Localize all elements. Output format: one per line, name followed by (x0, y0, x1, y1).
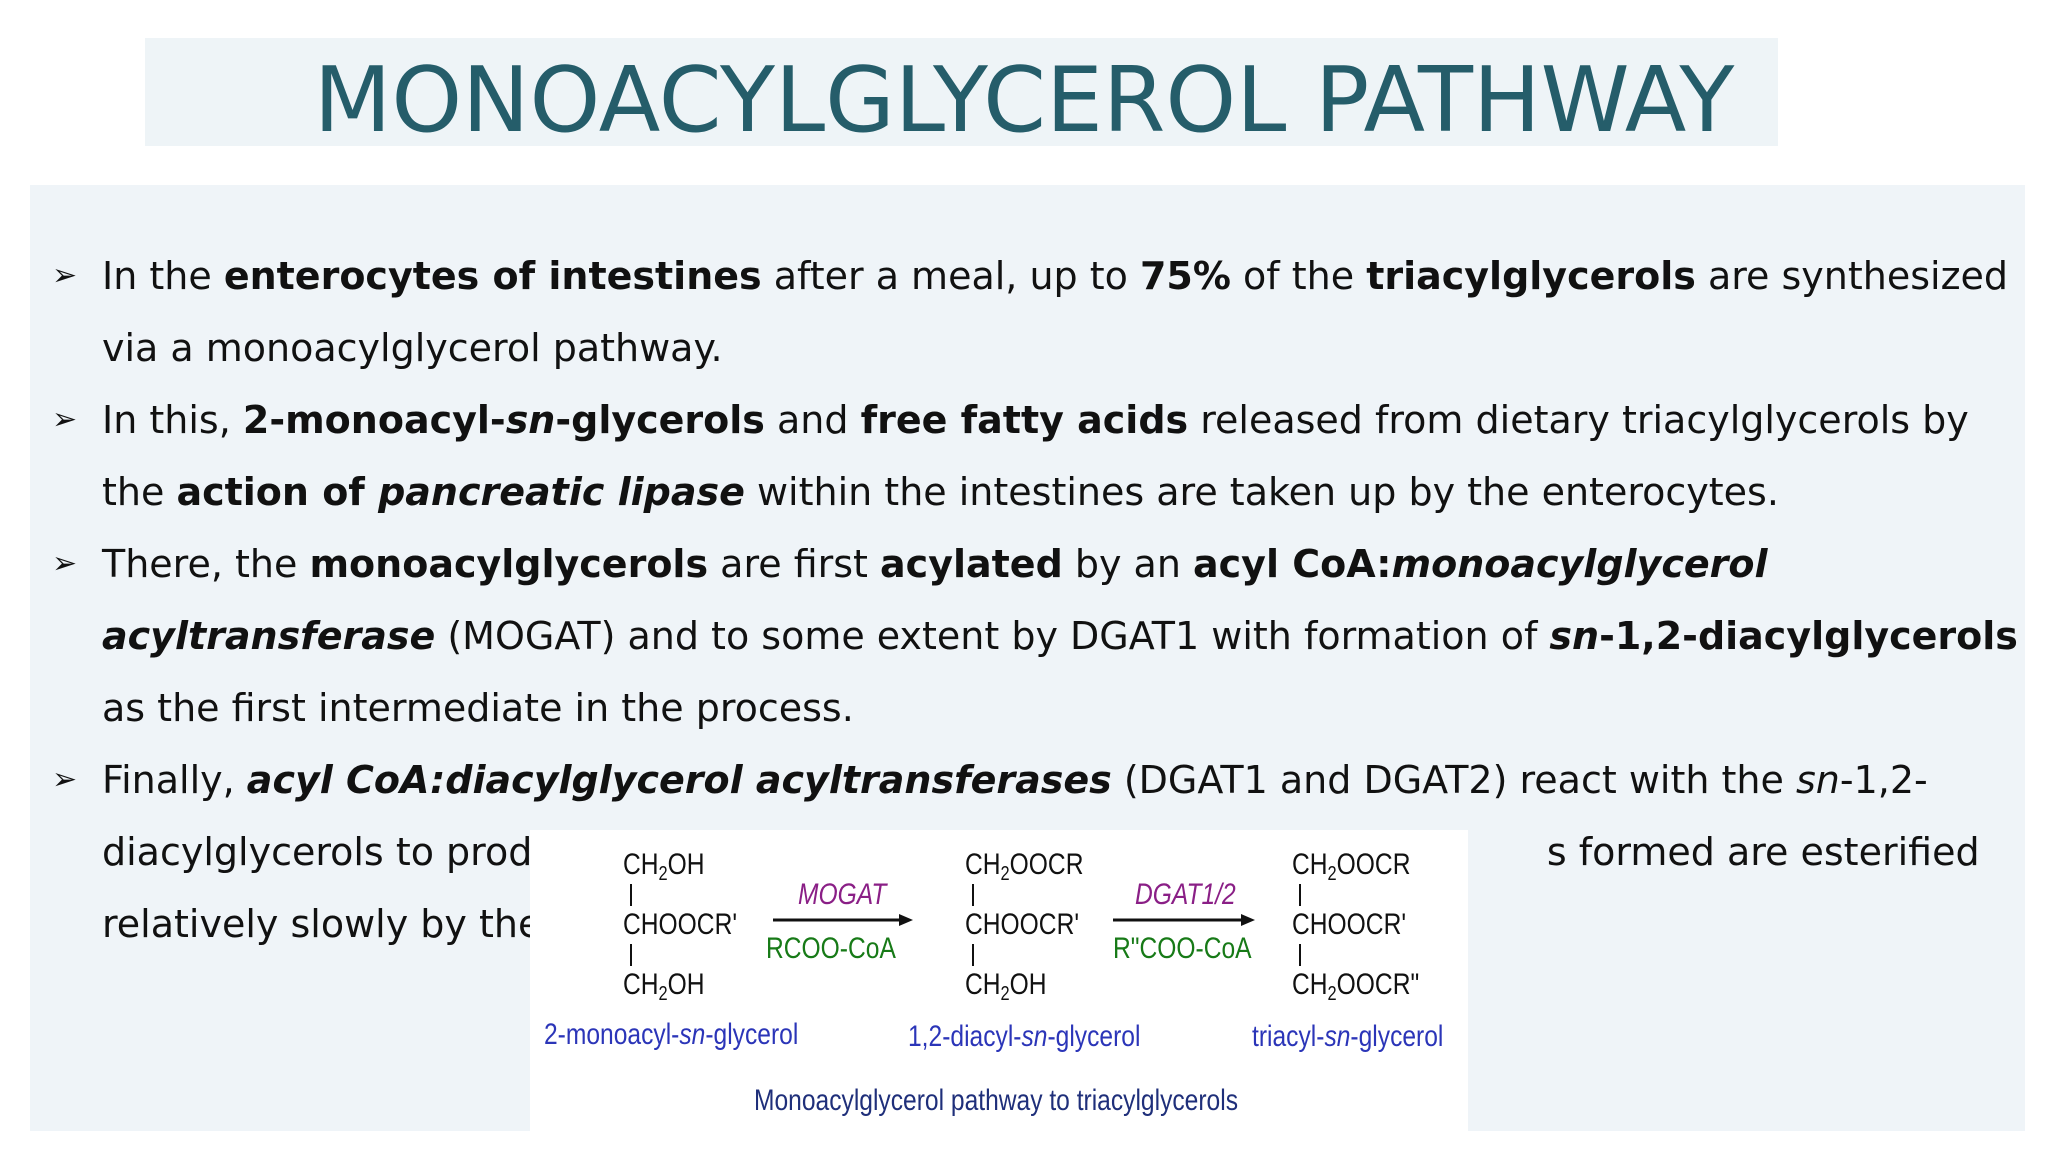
reaction-arrow-1 (773, 914, 913, 926)
bullet-text: In the enterocytes of intestines after a… (102, 254, 2008, 370)
mol2-top: CH2OOCR (965, 848, 1084, 886)
text-run: after a meal, up to (761, 254, 1140, 298)
text-run: Finally, (102, 758, 247, 802)
bullet-item: ➢ In this, 2-monoacyl-sn-glycerols and fr… (50, 384, 2020, 528)
text-run: acyl CoA: (1193, 542, 1392, 586)
text-run: sn (1795, 758, 1840, 802)
bond (1299, 944, 1301, 966)
text-run: by an (1062, 542, 1193, 586)
page-title: MONOACYLGLYCEROL PATHWAY (313, 48, 1735, 153)
text-run: acylated (880, 542, 1063, 586)
mol1-mid: CHOOCR' (623, 908, 738, 941)
text-run: acyl CoA:diacylglycerol acyltransferases (246, 758, 1112, 802)
text-run: pancreatic lipase (378, 470, 745, 514)
text-run: -1,2-diacylglycerols to produ (102, 758, 1928, 874)
bullet-text: In this, 2-monoacyl-sn-glycerols and fre… (102, 398, 1969, 514)
title-banner (145, 38, 1778, 146)
text-run: of the (1230, 254, 1367, 298)
text-run: monoacylglycerol acyltransferase (102, 542, 1768, 658)
text-run: are first (708, 542, 881, 586)
text-run: enterocytes of intestines (223, 254, 762, 298)
bullet-list: ➢ In the enterocytes of intestines after … (50, 240, 2020, 960)
text-run: monoacylglycerols (309, 542, 709, 586)
text-run: as the first intermediate in the process… (102, 686, 854, 730)
label-monoacylglycerol: 2-monoacyl-sn-glycerol (544, 1018, 799, 1051)
bond (630, 884, 632, 906)
text-run: sn (1549, 614, 1600, 658)
text-run: released from dietary triacylglycerols b… (102, 398, 1969, 514)
text-run: (DGAT1 and DGAT2) react with the (1111, 758, 1796, 802)
text-run: free fatty acids (860, 398, 1189, 442)
pathway-figure: CH2OH CHOOCR' CH2OH MOGAT RCOO-CoA CH2OO… (530, 830, 1468, 1132)
mol3-bot: CH2OOCR" (1292, 968, 1420, 1006)
text-run: within the intestines are taken up by th… (744, 470, 1779, 514)
bond (1299, 884, 1301, 906)
bond (630, 944, 632, 966)
text-run: There, the (102, 542, 310, 586)
bullet-item: ➢ There, the monoacylglycerols are first … (50, 528, 2020, 744)
mol2-mid: CHOOCR' (965, 908, 1080, 941)
bond (972, 884, 974, 906)
reagent-rcoo-coa: RCOO-CoA (766, 932, 896, 965)
bullet-arrow-icon: ➢ (52, 762, 78, 797)
bullet-arrow-icon: ➢ (52, 546, 78, 581)
bullet-item: ➢ In the enterocytes of intestines after … (50, 240, 2020, 384)
reagent-rcoo-coa-2: R"COO-CoA (1113, 932, 1252, 965)
text-run: (MOGAT) and to some extent by DGAT1 with… (435, 614, 1550, 658)
mol3-mid: CHOOCR' (1292, 908, 1407, 941)
bond (972, 944, 974, 966)
text-run: 75% (1139, 254, 1231, 298)
text-run: sn (505, 398, 556, 442)
figure-caption: Monoacylglycerol pathway to triacylglyce… (754, 1084, 1239, 1117)
bullet-arrow-icon: ➢ (52, 402, 78, 437)
text-run: triacylglycerols (1366, 254, 1696, 298)
reaction-arrow-2 (1113, 914, 1255, 926)
text-run: are synthesized via a monoacylglycerol p… (102, 254, 2009, 370)
text-run: -1,2-diacylglycerols (1599, 614, 2018, 658)
mol1-top: CH2OH (623, 848, 705, 886)
label-triacylglycerol: triacyl-sn-glycerol (1252, 1020, 1444, 1053)
text-run: In this, (102, 398, 243, 442)
bullet-arrow-icon: ➢ (52, 258, 78, 293)
mol3-top: CH2OOCR (1292, 848, 1411, 886)
text-run: and (764, 398, 861, 442)
bullet-text: Finally, acyl CoA:diacylglycerol acyltra… (102, 758, 1980, 946)
bullet-item: ➢ Finally, acyl CoA:diacylglycerol acyltr… (50, 744, 2020, 960)
text-run: s formed are esterified relatively slowl… (102, 830, 1980, 946)
text-run: action of (176, 470, 379, 514)
label-diacylglycerol: 1,2-diacyl-sn-glycerol (908, 1020, 1141, 1053)
bullet-text: There, the monoacylglycerols are first a… (102, 542, 2018, 730)
mol2-bot: CH2OH (965, 968, 1047, 1006)
text-run: 2-monoacyl- (242, 398, 506, 442)
mol1-bot: CH2OH (623, 968, 705, 1006)
text-run: In the (102, 254, 224, 298)
enzyme-mogat: MOGAT (798, 878, 887, 911)
enzyme-dgat: DGAT1/2 (1135, 878, 1236, 911)
text-run: -glycerols (555, 398, 765, 442)
